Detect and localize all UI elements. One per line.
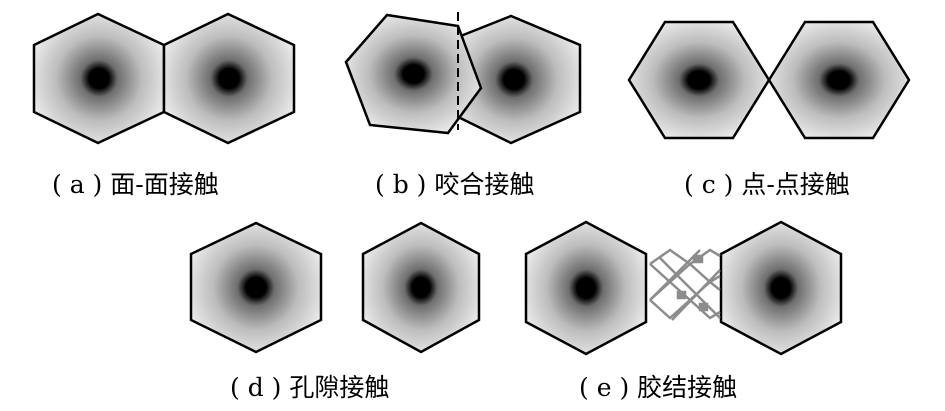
particle-hexagon <box>189 221 323 354</box>
particle-polygon-rotated <box>344 13 483 135</box>
panel-b-interlock-contact <box>344 12 582 145</box>
particle-hexagon <box>719 220 843 356</box>
particle-hexagon <box>162 12 296 145</box>
caption-e: ( e ) 胶结接触 <box>579 373 738 402</box>
particle-hexagon <box>32 12 166 145</box>
caption-c: ( c ) 点-点接触 <box>684 170 850 199</box>
caption-d: ( d ) 孔隙接触 <box>230 373 390 402</box>
panel-d-pore-contact <box>189 221 481 354</box>
cement-lattice <box>649 248 721 321</box>
particle-hexagon <box>767 20 911 140</box>
panel-c-point-contact <box>627 20 911 140</box>
caption-a: ( a ) 面-面接触 <box>52 170 219 199</box>
particle-hexagon <box>361 221 481 354</box>
caption-b: ( b ) 咬合接触 <box>375 170 535 199</box>
particle-hexagon <box>524 220 648 356</box>
panel-e-cement-contact <box>524 220 843 356</box>
particle-hexagon <box>627 20 771 140</box>
panel-a-face-contact <box>32 12 296 145</box>
